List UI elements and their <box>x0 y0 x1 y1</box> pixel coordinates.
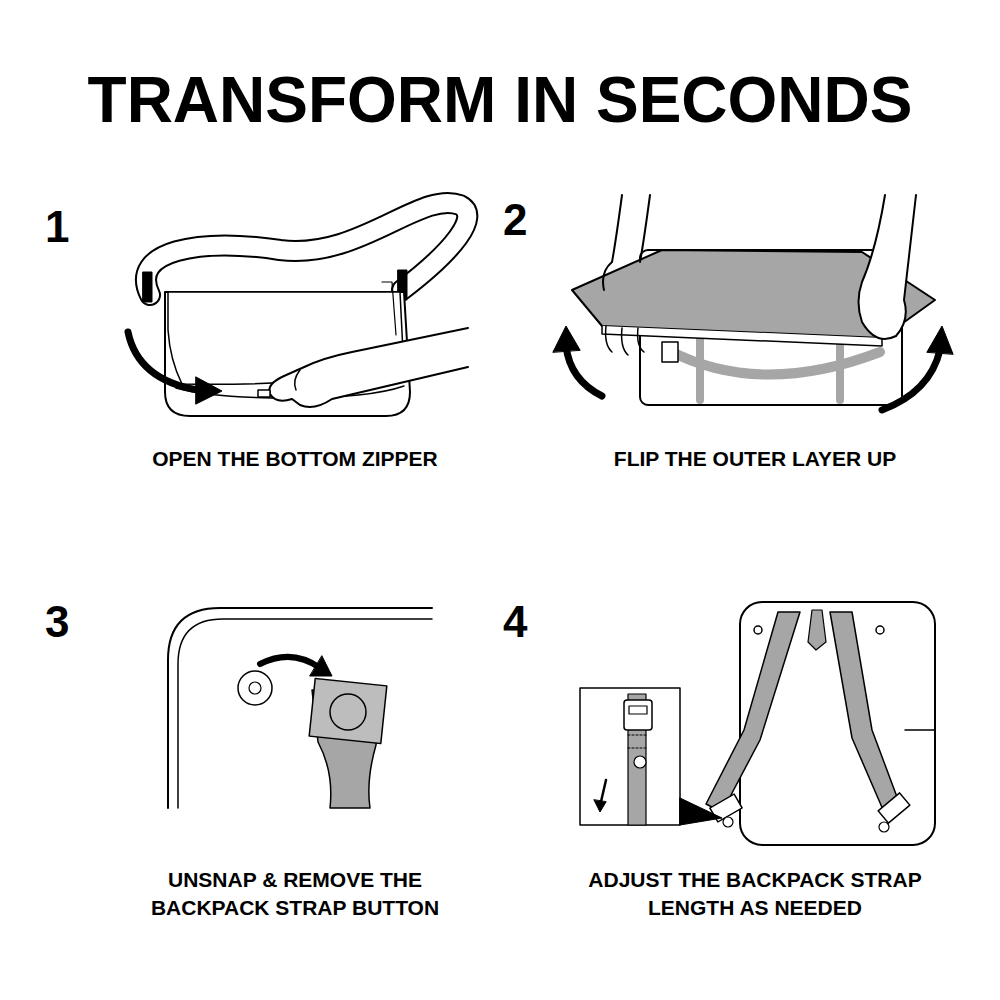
step-caption: FLIP THE OUTER LAYER UP <box>614 445 896 473</box>
step-caption: UNSNAP & REMOVE THE BACKPACK STRAP BUTTO… <box>130 866 460 923</box>
step-caption: ADJUST THE BACKPACK STRAP LENGTH AS NEED… <box>555 866 955 923</box>
step-number: 3 <box>45 600 69 644</box>
step-number: 4 <box>503 600 527 644</box>
flip-outer-layer <box>553 195 953 410</box>
step-number: 1 <box>45 205 69 249</box>
title: TRANSFORM IN SECONDS <box>88 68 913 132</box>
backpack-view <box>580 602 935 845</box>
messenger-bag <box>128 203 468 416</box>
step-caption: OPEN THE BOTTOM ZIPPER <box>152 445 437 473</box>
strap-button-detail <box>168 608 432 808</box>
step-number: 2 <box>503 198 527 242</box>
